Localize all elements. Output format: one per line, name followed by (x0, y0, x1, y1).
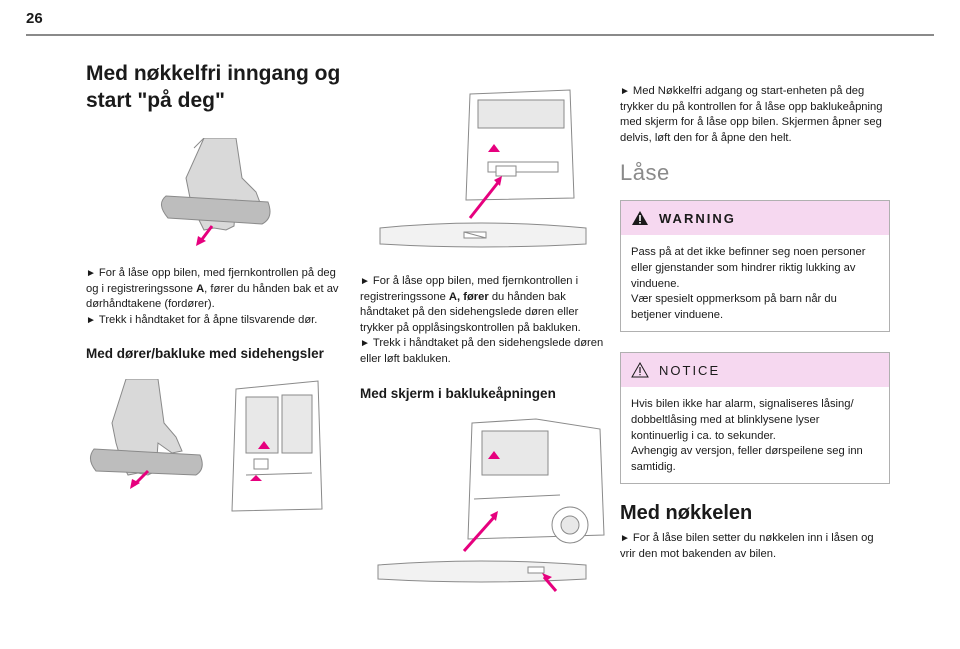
text-run: , fører du hånden bak et av dørhåndtaken… (86, 282, 339, 311)
heading-med-nokkelen: Med nøkkelen (620, 502, 753, 525)
notice-body: Hvis bilen ikke har alarm, signaliseres … (621, 387, 889, 483)
warning-body: Pass på at det ikke befinner seg noen pe… (621, 235, 889, 331)
notice-triangle-icon (631, 362, 649, 378)
tailgate-illustration (360, 88, 610, 254)
column-3: ►Med Nøkkelfri adgang og start-enheten p… (620, 84, 890, 563)
key-lock-paragraph: ►For å låse bilen setter du nøkkelen inn… (620, 531, 890, 562)
warning-text: Pass på at det ikke befinner seg noen pe… (631, 246, 866, 290)
hand-handle-svg (161, 137, 271, 246)
bullet-text: Trekk i håndtaket på den sidehengslede d… (360, 337, 604, 365)
side-door-illustrations (86, 378, 348, 519)
warning-triangle-icon (632, 211, 648, 226)
bullet-icon: ► (360, 338, 370, 350)
notice-text: Avhengig av versjon, feller dørspeilene … (631, 445, 863, 473)
top-rule (26, 34, 934, 36)
text-run: For å låse opp bilen, med fjernkontrolle… (360, 275, 579, 303)
notice-label: NOTICE (659, 362, 721, 378)
zone-label: A, fører (448, 290, 489, 303)
text-run: For å låse opp bilen, med fjernkontrolle… (86, 267, 336, 295)
warning-text: Vær spesielt oppmerksom på barn når du b… (631, 293, 837, 321)
unlock-paragraph-col2: ►For å låse opp bilen, med fjernkontroll… (360, 274, 610, 368)
notice-text: Hvis bilen ikke har alarm, signaliseres … (631, 398, 854, 442)
zone-label: A (196, 282, 205, 295)
bullet-icon: ► (360, 276, 370, 287)
bullet-text: Trekk i håndtaket for å åpne tilsvarende… (98, 313, 318, 326)
screen-svg (377, 418, 605, 592)
column-1: Med nøkkelfri inngang og start "på deg" … (86, 60, 348, 519)
bullet-icon: ► (86, 314, 96, 326)
hand-handle-illustration (86, 137, 348, 250)
notice-header: NOTICE (621, 353, 889, 388)
screen-unlock-paragraph: ►Med Nøkkelfri adgang og start-enheten p… (620, 84, 890, 146)
bullet-text: Med Nøkkelfri adgang og start-enheten på… (620, 85, 883, 144)
unlock-paragraph: ►For å låse opp bilen, med fjernkontroll… (86, 266, 348, 328)
title-line-2: start "på deg" (86, 89, 225, 112)
warning-box: WARNING Pass på at det ikke befinner seg… (620, 200, 890, 333)
bullet-icon: ► (86, 268, 96, 279)
page-number: 26 (26, 10, 43, 27)
screen-illustration (360, 415, 610, 595)
text-run: du hånden bak håndtaket på den sidehengs… (360, 290, 581, 334)
notice-box: NOTICE Hvis bilen ikke har alarm, signal… (620, 352, 890, 485)
heading-laase: Låse (620, 160, 670, 186)
section-title: Med nøkkelfri inngang og start "på deg" (86, 60, 348, 114)
title-line-1: Med nøkkelfri inngang og (86, 62, 341, 85)
tailgate-svg (379, 89, 587, 248)
side-door-svg (90, 378, 323, 512)
subheading-side-doors: Med dører/bakluke med sidehengsler (86, 346, 324, 362)
bullet-icon: ► (620, 86, 630, 97)
warning-header: WARNING (621, 201, 889, 236)
bullet-text: For å låse bilen setter du nøkkelen inn … (620, 532, 874, 560)
column-2: ►For å låse opp bilen, med fjernkontroll… (360, 60, 610, 595)
subheading-screen: Med skjerm i baklukeåpningen (360, 385, 556, 401)
warning-label: WARNING (659, 210, 736, 226)
bullet-icon: ► (620, 533, 630, 545)
